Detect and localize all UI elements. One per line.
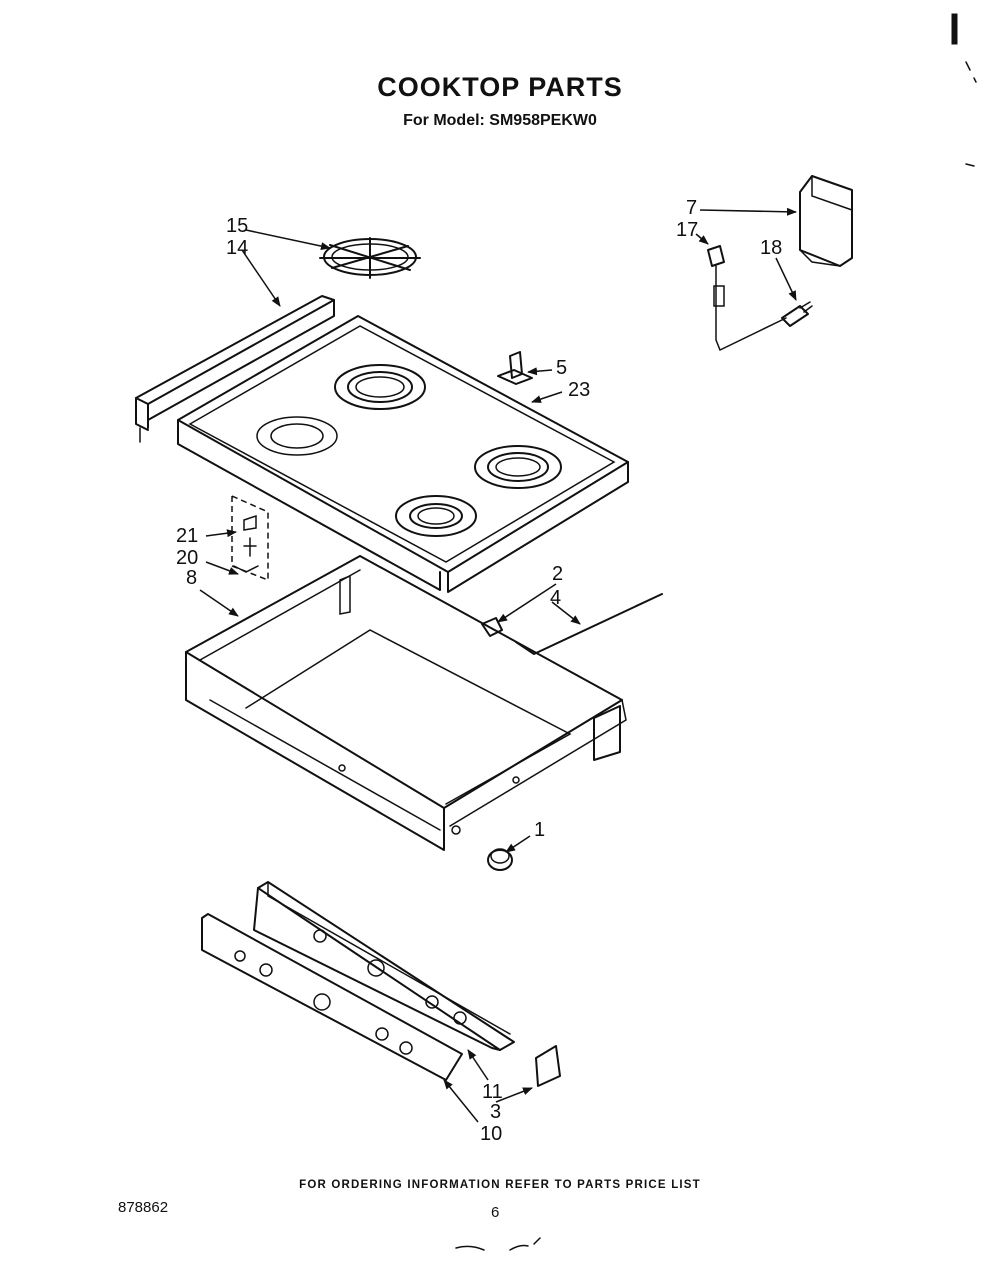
callout-4: 4 [550, 587, 561, 609]
callout-8: 8 [186, 567, 197, 589]
callout-2: 2 [552, 563, 563, 585]
callout-3: 3 [490, 1101, 501, 1123]
page-title: COOKTOP PARTS [377, 72, 623, 102]
callout-15: 15 [226, 215, 248, 237]
connector-part [707, 245, 787, 352]
callout-7: 7 [686, 197, 697, 219]
document-number: 878862 [118, 1199, 169, 1216]
model-subtitle: For Model: SM958PEKW0 [403, 112, 597, 129]
callout-23: 23 [568, 379, 590, 401]
callout-5: 5 [556, 357, 567, 379]
page-number: 6 [491, 1204, 500, 1221]
plug-part [487, 848, 513, 871]
manifold-panel-part [253, 881, 515, 1051]
scan-marks [455, 13, 977, 1251]
leader-lines [199, 207, 797, 1123]
callout-10: 10 [480, 1123, 502, 1145]
burner-box-part [185, 555, 627, 851]
callout-21: 21 [176, 525, 198, 547]
callout-18: 18 [760, 237, 782, 259]
cooktop-part [177, 315, 629, 593]
callout-1: 1 [534, 819, 545, 841]
end-bracket-part [535, 1045, 561, 1087]
grate-part [319, 237, 421, 279]
power-cord-part [781, 301, 813, 327]
bracket-part [497, 351, 533, 385]
tube-part [515, 593, 663, 655]
callout-labels: 15 14 7 17 18 5 23 21 20 8 2 4 1 11 3 10 [176, 197, 782, 1145]
callout-20: 20 [176, 547, 198, 569]
callout-14: 14 [226, 237, 248, 259]
rear-trim-part [135, 295, 335, 443]
terminal-cover-part [799, 175, 853, 267]
ordering-note: FOR ORDERING INFORMATION REFER TO PARTS … [299, 1179, 701, 1191]
callout-17: 17 [676, 219, 698, 241]
control-panel-part [201, 913, 463, 1081]
clip-part [481, 617, 503, 637]
switch-mount-part [231, 494, 269, 582]
callout-11: 11 [482, 1081, 503, 1103]
